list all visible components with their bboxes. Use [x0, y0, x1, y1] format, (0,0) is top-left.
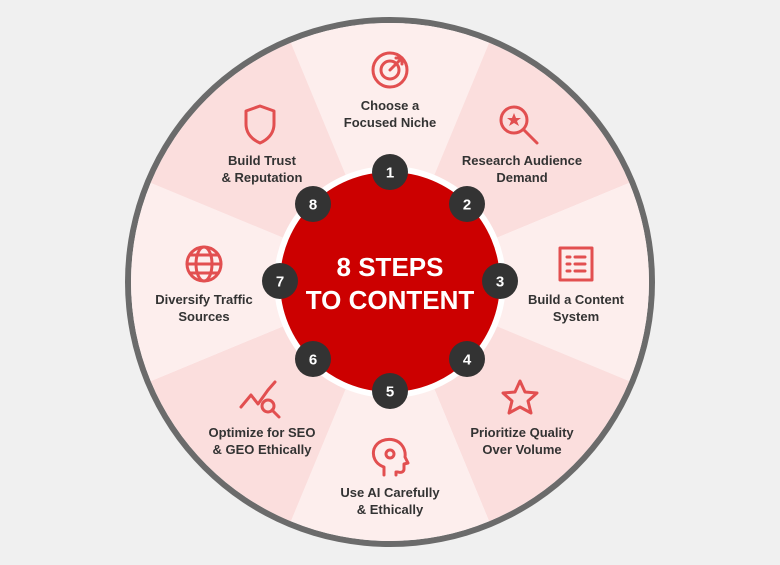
step-1-badge: 1	[372, 154, 408, 190]
step-4-badge: 4	[449, 341, 485, 377]
step-7-label-line2: Sources	[178, 309, 229, 324]
step-1-label-line1: Choose a	[361, 98, 420, 113]
step-6-label-line1: Optimize for SEO	[209, 425, 316, 440]
step-5-number: 5	[386, 384, 394, 401]
target-icon	[371, 51, 409, 89]
step-8-badge: 8	[295, 186, 331, 222]
step-1-number: 1	[386, 165, 394, 182]
step-2-number: 2	[463, 197, 471, 214]
step-8-label-line1: Build Trust	[228, 153, 297, 168]
step-4-label-line2: Over Volume	[482, 442, 561, 457]
step-5-badge: 5	[372, 373, 408, 409]
step-2-label-line2: Demand	[496, 170, 547, 185]
star-icon	[501, 379, 539, 415]
step-5-label-line1: Use AI Carefully	[340, 485, 440, 500]
step-7-label-line1: Diversify Traffic	[155, 292, 253, 307]
step-7-number: 7	[276, 274, 284, 291]
step-7-badge: 7	[262, 263, 298, 299]
checklist-icon	[558, 246, 594, 282]
step-8-number: 8	[309, 197, 317, 214]
step-8-label-line2: & Reputation	[222, 170, 303, 185]
shield-icon	[244, 104, 276, 145]
step-2-badge: 2	[449, 186, 485, 222]
step-4-number: 4	[463, 352, 472, 369]
step-1-label-line2: Focused Niche	[344, 115, 436, 130]
step-3-label-line2: System	[553, 309, 599, 324]
step-labels: Choose a Focused Niche Research Audience…	[155, 98, 624, 517]
step-6-badge: 6	[295, 341, 331, 377]
step-6-number: 6	[309, 352, 317, 369]
step-3-number: 3	[496, 274, 504, 291]
center-title-line1: 8 STEPS	[337, 252, 444, 282]
step-3-badge: 3	[482, 263, 518, 299]
step-4-label-line1: Prioritize Quality	[470, 425, 574, 440]
segment-step-7	[130, 182, 390, 382]
head-gear-icon	[371, 437, 410, 477]
trend-search-icon	[239, 380, 281, 419]
number-badges: 1 2 3 4 5 6 7 8	[262, 154, 518, 409]
step-6-label-line2: & GEO Ethically	[213, 442, 313, 457]
segment-step-3	[390, 182, 649, 382]
center-disc	[280, 172, 500, 392]
magnifier-star-icon	[499, 105, 539, 145]
center-title-line2: TO CONTENT	[306, 285, 475, 315]
step-3-label-line1: Build a Content	[528, 292, 625, 307]
segment-step-1	[290, 23, 490, 282]
step-5-label-line2: & Ethically	[357, 502, 424, 517]
globe-icon	[185, 245, 223, 283]
segment-step-5	[290, 282, 490, 541]
step-2-label-line1: Research Audience	[462, 153, 582, 168]
